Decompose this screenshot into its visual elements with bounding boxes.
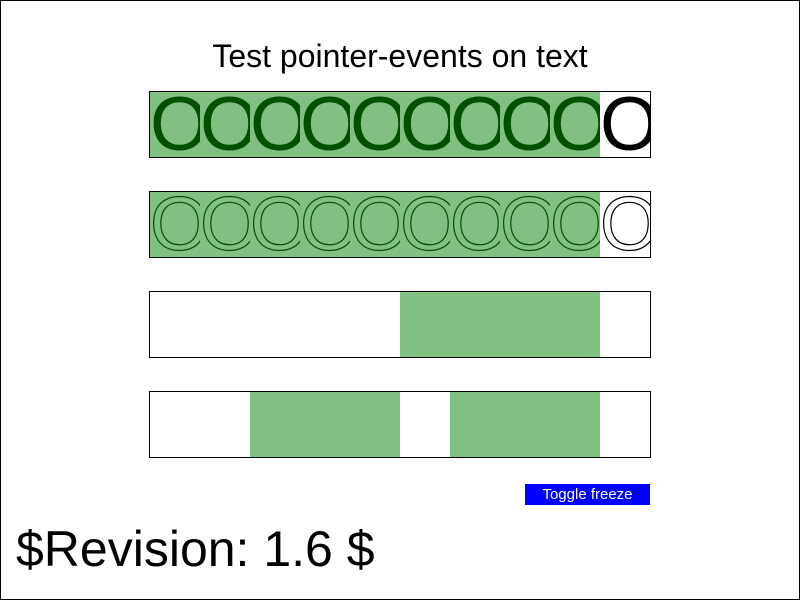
glyph-o[interactable]: O <box>450 192 500 257</box>
toggle-freeze-button[interactable]: Toggle freeze <box>525 484 650 505</box>
filled-text-row: OOOOOOOOOO <box>149 91 651 158</box>
highlight-segment[interactable] <box>400 292 600 357</box>
glyph-o[interactable]: O <box>150 92 200 157</box>
glyph-o[interactable]: O <box>500 192 550 257</box>
glyph-o[interactable]: O <box>400 92 450 157</box>
glyph-o[interactable]: O <box>200 92 250 157</box>
glyph-o[interactable]: O <box>550 192 600 257</box>
outlined-text-row: OOOOOOOOOO <box>149 191 651 258</box>
highlight-fill <box>150 192 600 257</box>
glyph-row: OOOOOOOOOO <box>150 92 650 157</box>
highlight-segment[interactable] <box>450 392 600 457</box>
glyph-o[interactable]: O <box>550 92 600 157</box>
glyph-o[interactable]: O <box>600 192 650 257</box>
glyph-o[interactable]: O <box>500 92 550 157</box>
glyph-o[interactable]: O <box>600 92 650 157</box>
glyph-o[interactable]: O <box>350 92 400 157</box>
highlight-segment[interactable] <box>250 392 400 457</box>
highlight-fill <box>150 92 600 157</box>
revision-label: $Revision: 1.6 $ <box>16 521 375 577</box>
glyph-o[interactable]: O <box>300 192 350 257</box>
glyph-o[interactable]: O <box>450 92 500 157</box>
glyph-o[interactable]: O <box>200 192 250 257</box>
highlight-row-1 <box>149 291 651 358</box>
glyph-o[interactable]: O <box>350 192 400 257</box>
glyph-o[interactable]: O <box>250 192 300 257</box>
glyph-row: OOOOOOOOOO <box>150 192 650 257</box>
glyph-o[interactable]: O <box>400 192 450 257</box>
glyph-o[interactable]: O <box>250 92 300 157</box>
glyph-o[interactable]: O <box>300 92 350 157</box>
page-title: Test pointer-events on text <box>212 38 588 74</box>
glyph-o[interactable]: O <box>150 192 200 257</box>
highlight-row-2 <box>149 391 651 458</box>
